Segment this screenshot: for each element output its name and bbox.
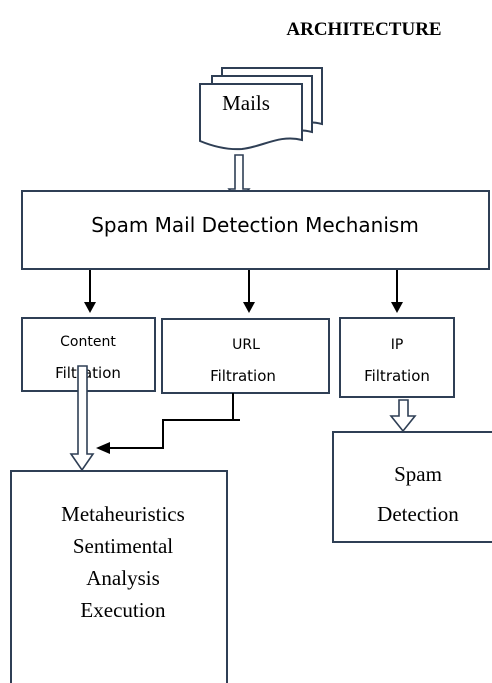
url-connector-path xyxy=(108,393,234,449)
mails-document-stack: Mails xyxy=(199,67,323,151)
spam-detection-line1: Spam xyxy=(394,462,442,486)
mechanism-branch-arrows xyxy=(84,270,403,313)
ip-filtration-line1: IP xyxy=(391,337,404,353)
url-filtration-line2: Filtration xyxy=(210,367,276,385)
spam-detection-node: Spam Detection xyxy=(332,431,492,543)
content-filtration-line2: Filtration xyxy=(55,364,121,382)
url-filtration-node: URL Filtration xyxy=(161,318,330,394)
arrow-to-url-head xyxy=(243,302,255,313)
metaheuristics-line4: Execution xyxy=(80,598,166,622)
metaheuristics-line2: Sentimental xyxy=(73,534,173,558)
spam-detection-line2: Detection xyxy=(377,502,459,526)
metaheuristics-line1: Metaheuristics xyxy=(61,502,185,526)
mechanism-box xyxy=(21,190,490,270)
content-filtration-node: Content Filtration xyxy=(21,317,156,392)
url-connector-head xyxy=(96,442,110,454)
ip-filtration-line2: Filtration xyxy=(364,367,430,385)
content-to-metaheuristics-arrow xyxy=(69,365,95,472)
metaheuristics-line3: Analysis xyxy=(86,566,160,590)
url-filtration-line1: URL xyxy=(232,337,260,353)
mails-label: Mails xyxy=(222,91,270,115)
spam-detection-box xyxy=(332,431,492,543)
ip-filtration-box xyxy=(339,317,455,398)
arrow-to-ip-head xyxy=(391,302,403,313)
url-filtration-box xyxy=(161,318,330,394)
url-to-metaheuristics-arrow xyxy=(96,393,240,454)
mechanism-node: Spam Mail Detection Mechanism xyxy=(21,190,490,270)
content-filtration-box xyxy=(21,317,156,392)
content-filtration-line1: Content xyxy=(60,334,116,350)
ip-to-spam-detection-arrow xyxy=(389,399,417,433)
metaheuristics-node: Metaheuristics Sentimental Analysis Exec… xyxy=(10,470,228,683)
mails-doc-front xyxy=(199,83,303,151)
metaheuristics-box xyxy=(10,470,228,683)
ip-filtration-node: IP Filtration xyxy=(339,317,455,398)
arrow-to-content-head xyxy=(84,302,96,313)
mechanism-label: Spam Mail Detection Mechanism xyxy=(91,213,419,237)
diagram-heading: ARCHITECTURE xyxy=(286,19,441,40)
